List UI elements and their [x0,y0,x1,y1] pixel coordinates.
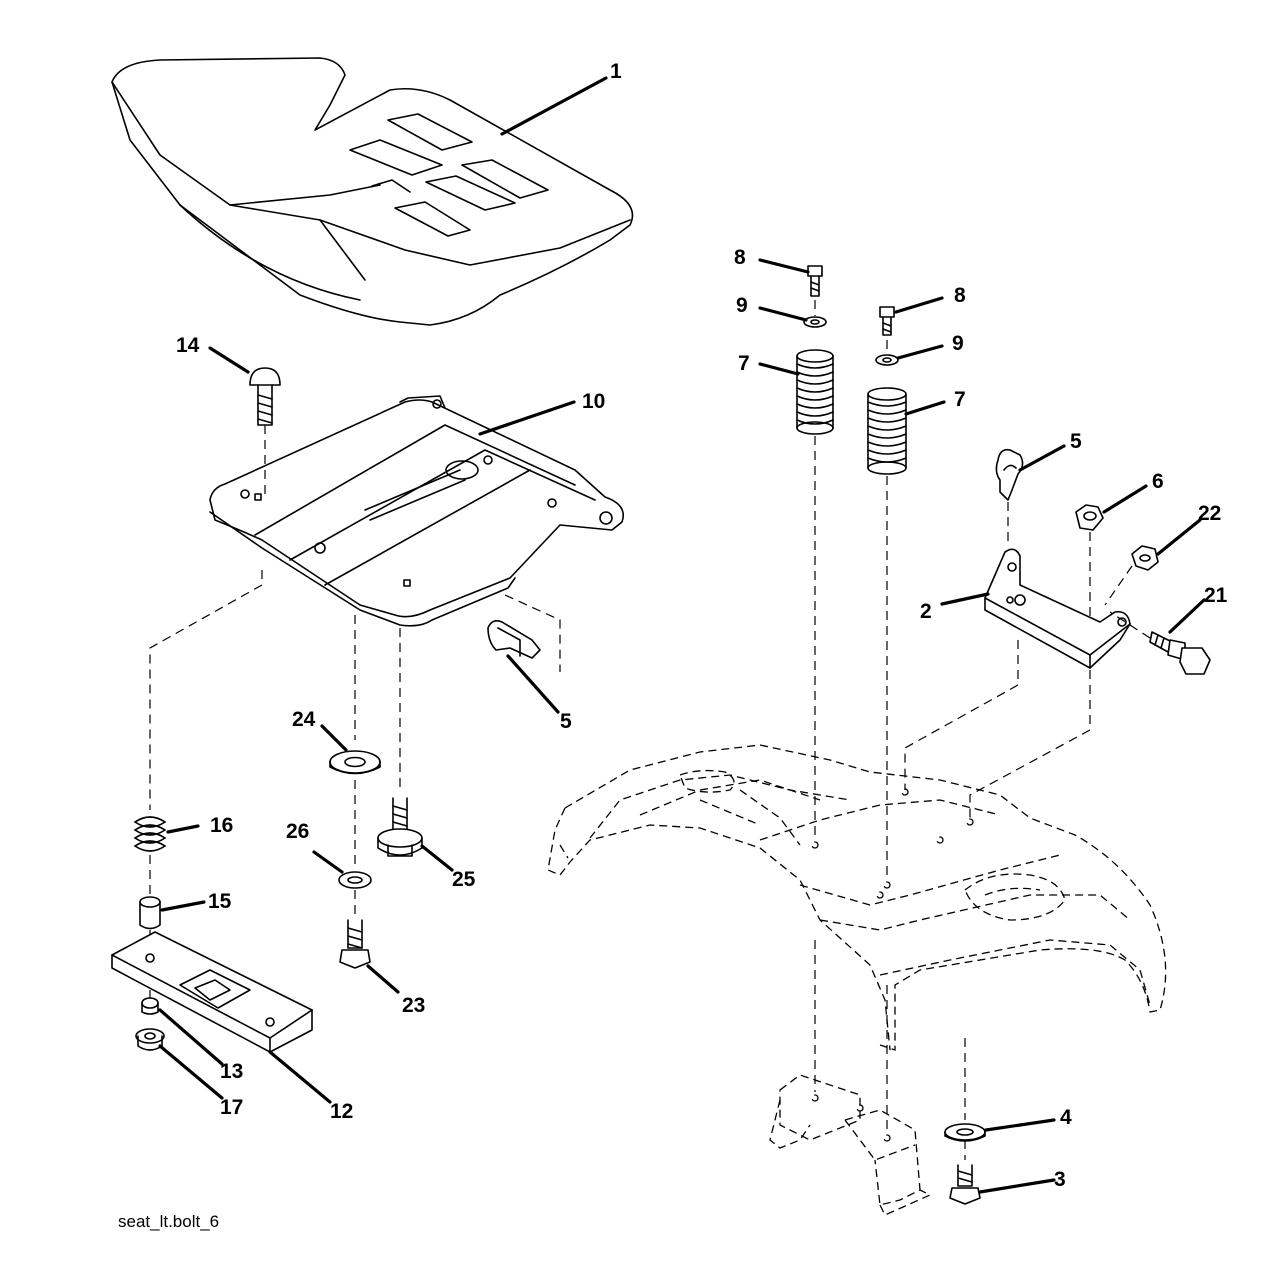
callout-1: 1 [610,60,622,83]
clip-part-right [995,448,1024,545]
spring-part-7-right [867,387,907,475]
callout-17: 17 [220,1096,243,1119]
washer-part-9-right [875,354,899,366]
assembly-line-bracket-right [969,670,1091,820]
callout-5-right: 5 [1070,430,1082,453]
shoulder-bolt-part-21 [1109,611,1211,675]
callout-9-right: 9 [952,332,964,355]
assembly-line-left [149,570,263,810]
callout-3: 3 [1054,1168,1066,1191]
callout-13: 13 [220,1060,243,1083]
hex-bolt-part-3 [949,1164,981,1205]
bracket-part-2 [984,548,1131,669]
callout-10: 10 [582,390,605,413]
callout-5-left: 5 [560,710,572,733]
callout-labels: 1 10 14 5 16 15 13 17 12 24 26 25 23 8 9… [176,60,1228,1191]
callout-15: 15 [208,890,232,913]
hex-bolt-part-23 [339,919,371,969]
spring-part-7-left [796,349,834,435]
callout-9-left: 9 [736,294,748,317]
callout-25: 25 [452,868,476,891]
callout-24: 24 [292,708,316,731]
bolt-part-8-left [807,265,823,297]
seat-pan-part [209,395,624,627]
callout-16: 16 [210,814,233,837]
leader-lines [158,76,1206,1194]
washer-part-24 [329,750,381,775]
callout-4: 4 [1060,1106,1072,1129]
callout-12: 12 [330,1100,353,1123]
callout-2: 2 [920,600,932,623]
washer-part-4 [944,1123,986,1142]
assembly-line-bracket-left [904,640,1019,790]
lower-bracket-part [111,931,313,1053]
washer-part-9-left [803,316,827,328]
callout-21: 21 [1204,584,1228,607]
shoulder-bolt-part [377,797,423,857]
nut-part-13 [141,997,159,1015]
callout-23: 23 [402,994,425,1017]
spacer-part [139,896,161,930]
nut-part-22 [1104,545,1159,606]
callout-6: 6 [1152,470,1164,493]
lock-washer-part [338,871,372,889]
bolt-part-8-right [879,306,895,336]
callout-22: 22 [1198,502,1221,525]
spring-small-part [134,816,166,852]
callout-8-left: 8 [734,246,746,269]
callout-14: 14 [176,334,200,357]
callout-26: 26 [286,820,309,843]
diagram-caption: seat_lt.bolt_6 [118,1212,219,1231]
fender-frame [547,744,1167,1051]
clip-part-left [487,594,561,672]
callout-7-left: 7 [738,352,750,375]
callout-7-right: 7 [954,388,966,411]
callout-8-right: 8 [954,284,966,307]
seat-part [111,57,634,326]
carriage-bolt-part [249,367,281,500]
frame-mount-brackets [769,1074,932,1216]
